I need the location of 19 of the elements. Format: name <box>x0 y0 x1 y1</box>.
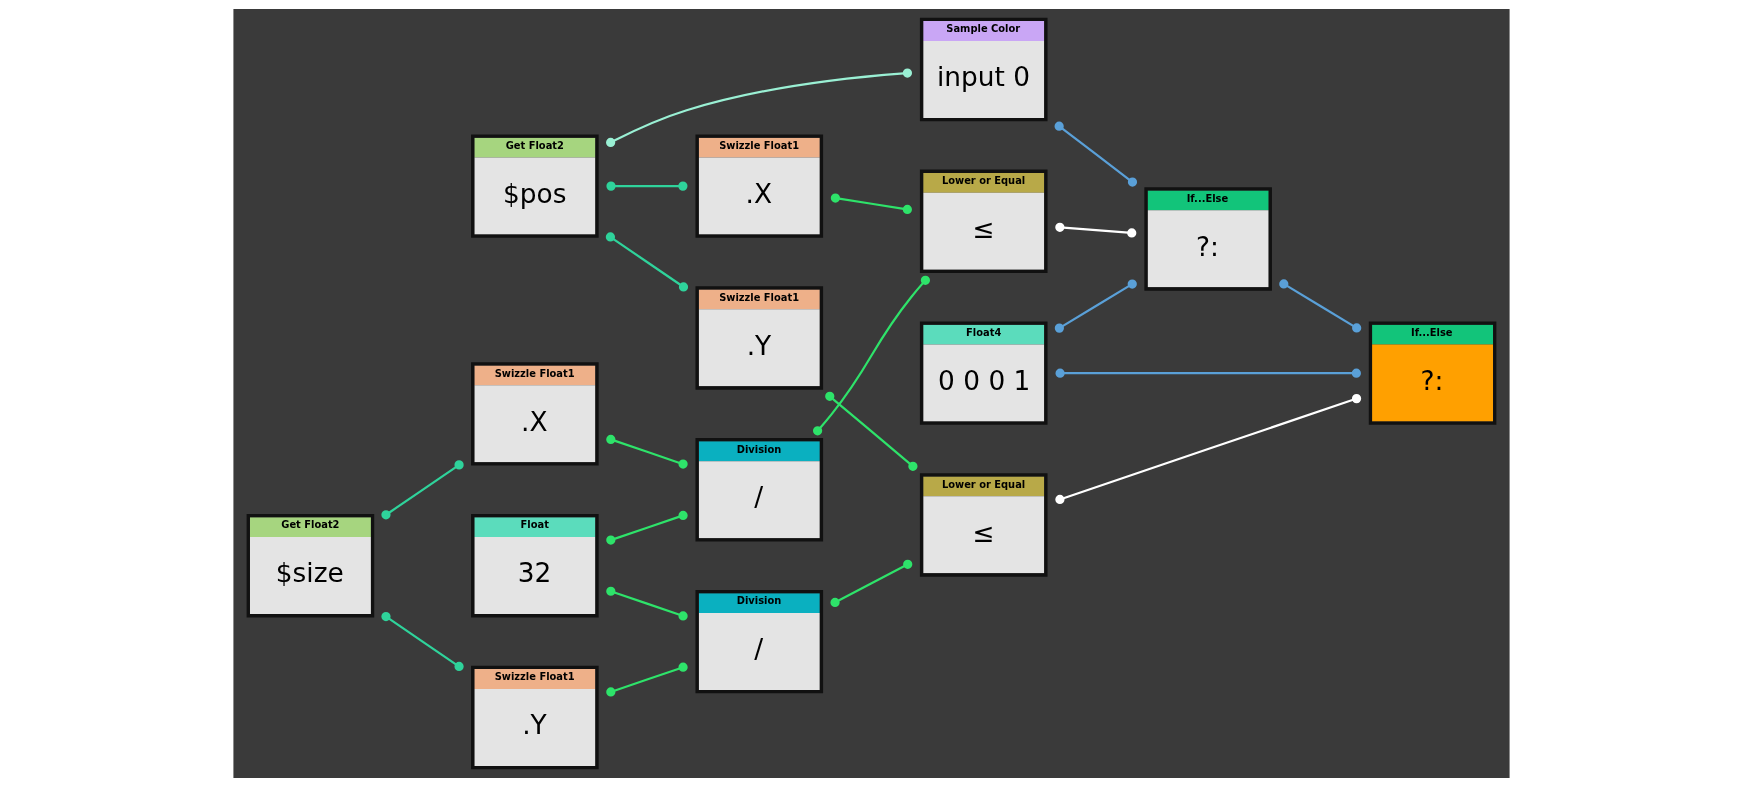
connector <box>605 662 688 697</box>
connector <box>812 275 930 435</box>
connector <box>1054 222 1136 238</box>
connector <box>605 181 687 191</box>
connector <box>605 510 688 545</box>
connector <box>1278 278 1361 333</box>
connector <box>1054 393 1361 504</box>
connector <box>605 67 912 147</box>
connector <box>380 611 464 671</box>
connector <box>829 559 912 607</box>
connector <box>605 231 688 292</box>
connector <box>605 586 688 621</box>
connector <box>830 192 912 214</box>
connector <box>824 391 918 471</box>
connector <box>605 434 688 469</box>
connector <box>1055 368 1361 378</box>
connector <box>380 459 464 519</box>
connector <box>1054 278 1137 333</box>
connector <box>1054 121 1137 187</box>
